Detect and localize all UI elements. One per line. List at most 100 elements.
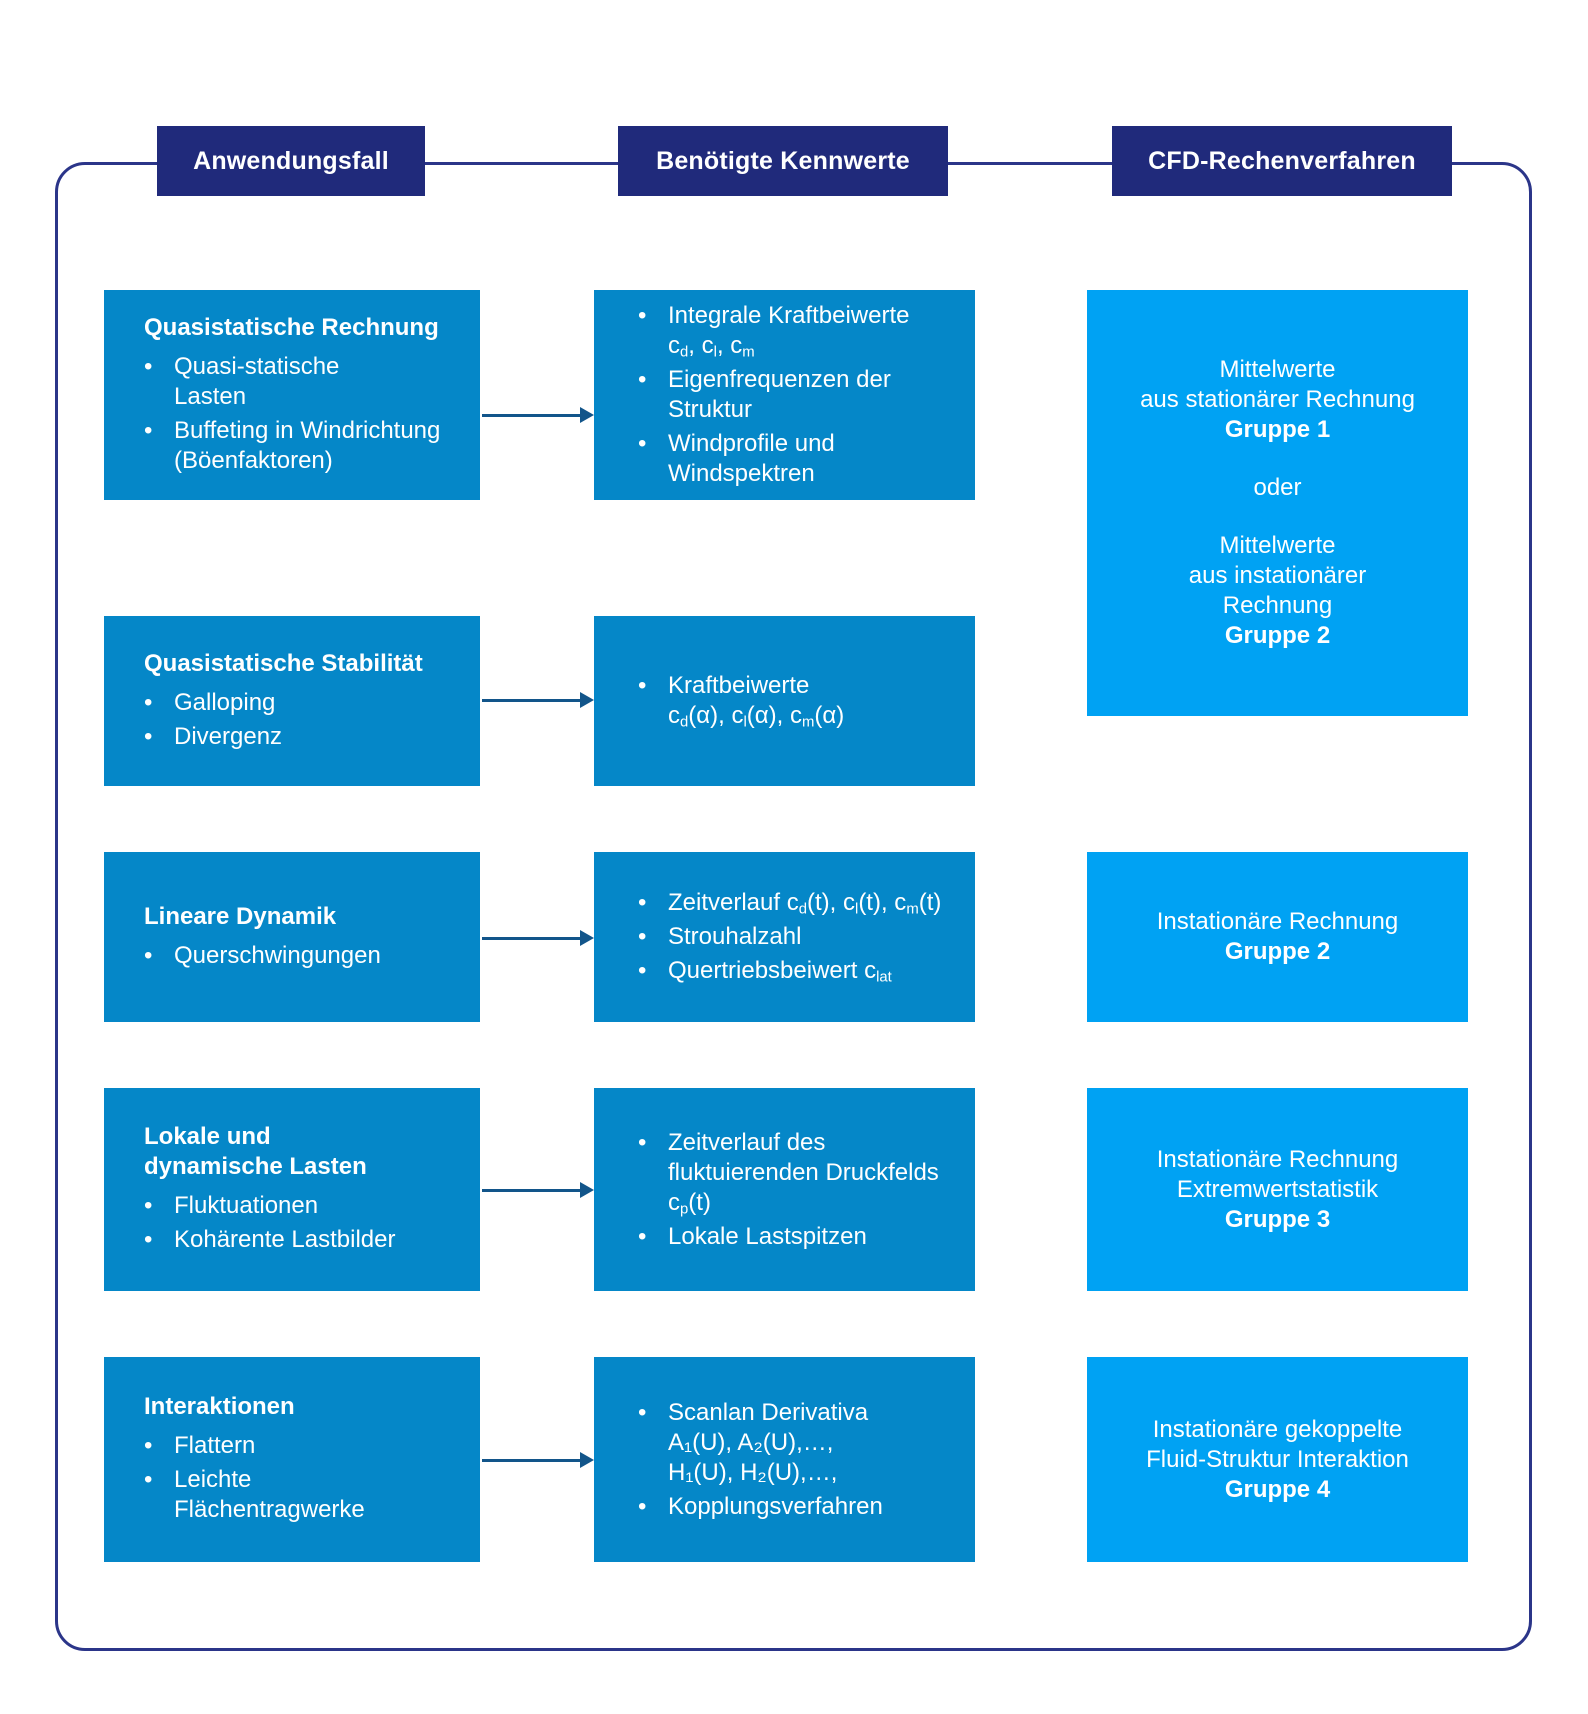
header-cfd-rechenverfahren: CFD-Rechenverfahren (1112, 126, 1452, 196)
list-item-text: Scanlan Derivativa A₁(U), A₂(U),…, H₁(U)… (668, 1398, 869, 1486)
arrow-head-icon (580, 407, 594, 423)
list-item: • Fluktuationen (144, 1191, 462, 1221)
bullet-icon: • (144, 1192, 153, 1219)
arrow-shaft (482, 1458, 580, 1462)
cfd-option: Instationäre Rechnung Gruppe 2 (1157, 907, 1399, 967)
bullet-icon: • (638, 366, 647, 393)
list-item-text: Buffeting in Windrichtung (Böenfaktoren) (174, 416, 441, 474)
list-item-text: Kraftbeiwerte cd(α), cl(α), cm(α) (668, 672, 845, 731)
app-box-interaktionen: Interaktionen • Flattern • Leichte Fläch… (104, 1357, 480, 1562)
list-item-text: Quertriebsbeiwert clat (668, 957, 892, 986)
bullet-icon: • (144, 722, 153, 750)
bullet-icon: • (638, 1222, 647, 1250)
list-item-text: Querschwingungen (174, 941, 381, 969)
list-item-text: Flattern (174, 1432, 256, 1459)
kennwerte-box-row-3: • Zeitverlauf cd(t), cl(t), cm(t) • Stro… (594, 852, 975, 1022)
header-cfd-rechenverfahren-label: CFD-Rechenverfahren (1148, 146, 1416, 175)
bullet-icon: • (638, 1128, 647, 1156)
app-box-title: Lokale und dynamische Lasten (144, 1123, 367, 1180)
bullet-icon: • (638, 302, 647, 329)
bullet-icon: • (144, 941, 153, 969)
app-box-title: Quasistatische Stabilität (144, 649, 423, 677)
cfd-option: Instationäre gekoppelte Fluid-Struktur I… (1146, 1415, 1409, 1505)
app-box-title: Quasistatische Rechnung (144, 313, 439, 341)
list-item: • Scanlan Derivativa A₁(U), A₂(U),…, H₁(… (638, 1398, 961, 1488)
header-benoetigte-kennwerte: Benötigte Kennwerte (618, 126, 948, 196)
bullet-icon: • (144, 688, 153, 716)
arrow-row-1 (482, 407, 594, 423)
app-box-lineare-dynamik: Lineare Dynamik • Querschwingungen (104, 852, 480, 1022)
bullet-icon: • (144, 1226, 153, 1253)
kennwerte-box-row-4: • Zeitverlauf des fluktuierenden Druckfe… (594, 1088, 975, 1291)
kennwerte-box-row-2: • Kraftbeiwerte cd(α), cl(α), cm(α) (594, 616, 975, 786)
cfd-box-gruppe-2: Instationäre Rechnung Gruppe 2 (1087, 852, 1468, 1022)
list-item: • Quasi-statische Lasten (144, 352, 462, 412)
bullet-icon: • (638, 889, 647, 916)
list-item: • Buffeting in Windrichtung (Böenfaktore… (144, 416, 462, 476)
arrow-shaft (482, 1188, 580, 1192)
cfd-option-1: Mittelwerte aus stationärer Rechnung Gru… (1140, 355, 1415, 445)
cfd-group-label: Gruppe 2 (1224, 622, 1331, 649)
arrow-shaft (482, 936, 580, 940)
list-item-text: Windprofile und Windspektren (668, 430, 835, 487)
app-box-title: Interaktionen (144, 1393, 295, 1420)
cfd-box-gruppe-4: Instationäre gekoppelte Fluid-Struktur I… (1087, 1357, 1468, 1562)
cfd-option-text: Mittelwerte aus stationärer Rechnung (1140, 356, 1415, 413)
arrow-head-icon (580, 1452, 594, 1468)
bullet-icon: • (638, 957, 647, 984)
header-anwendungsfall-label: Anwendungsfall (193, 146, 389, 175)
list-item: • Quertriebsbeiwert clat (638, 956, 961, 986)
cfd-group-label: Gruppe 3 (1224, 1205, 1331, 1233)
cfd-option-text: Mittelwerte aus instationärer Rechnung (1188, 532, 1367, 619)
bullet-icon: • (638, 1492, 647, 1520)
list-item: • Strouhalzahl (638, 922, 961, 952)
arrow-shaft (482, 698, 580, 702)
list-item: • Kohärente Lastbilder (144, 1225, 462, 1255)
list-item-text: Fluktuationen (174, 1192, 319, 1219)
app-box-quasistatische-rechnung: Quasistatische Rechnung • Quasi-statisch… (104, 290, 480, 500)
list-item: • Querschwingungen (144, 941, 462, 971)
arrow-head-icon (580, 930, 594, 946)
arrow-head-icon (580, 1182, 594, 1198)
cfd-option-text: Instationäre gekoppelte Fluid-Struktur I… (1146, 1415, 1409, 1473)
list-item: • Lokale Lastspitzen (638, 1222, 961, 1252)
list-item: • Eigenfrequenzen der Struktur (638, 365, 961, 425)
app-box-title: Lineare Dynamik (144, 902, 337, 930)
list-item: • Kopplungsverfahren (638, 1492, 961, 1522)
list-item-text: Strouhalzahl (668, 923, 802, 950)
list-item-text: Quasi-statische Lasten (174, 352, 340, 410)
list-item-text: Kohärente Lastbilder (174, 1226, 396, 1253)
bullet-icon: • (144, 1466, 153, 1493)
cfd-box-gruppe-3: Instationäre Rechnung Extremwertstatisti… (1087, 1088, 1468, 1291)
list-item: • Integrale Kraftbeiwerte cd, cl, cm (638, 301, 961, 361)
app-box-lokale-dynamische-lasten: Lokale und dynamische Lasten • Fluktuati… (104, 1088, 480, 1291)
list-item-text: Galloping (174, 688, 276, 716)
kennwerte-box-row-5: • Scanlan Derivativa A₁(U), A₂(U),…, H₁(… (594, 1357, 975, 1562)
arrow-row-2 (482, 692, 594, 708)
header-benoetigte-kennwerte-label: Benötigte Kennwerte (656, 146, 910, 175)
list-item: • Windprofile und Windspektren (638, 429, 961, 489)
list-item-text: Integrale Kraftbeiwerte cd, cl, cm (668, 302, 910, 361)
cfd-connector-oder: oder (1253, 473, 1301, 503)
cfd-connector-text: oder (1253, 474, 1302, 501)
arrow-head-icon (580, 692, 594, 708)
arrow-row-4 (482, 1182, 594, 1198)
bullet-icon: • (144, 352, 153, 380)
app-box-quasistatische-stabilitaet: Quasistatische Stabilität • Galloping • … (104, 616, 480, 786)
cfd-option-text: Instationäre Rechnung (1156, 908, 1399, 935)
arrow-row-5 (482, 1452, 594, 1468)
list-item-text: Eigenfrequenzen der Struktur (668, 366, 891, 423)
list-item-text: Zeitverlauf des fluktuierenden Druckfeld… (668, 1128, 939, 1217)
list-item: • Flattern (144, 1431, 462, 1461)
list-item: • Galloping (144, 688, 462, 718)
arrow-row-3 (482, 930, 594, 946)
list-item: • Zeitverlauf des fluktuierenden Druckfe… (638, 1128, 961, 1218)
bullet-icon: • (144, 1432, 153, 1459)
header-anwendungsfall: Anwendungsfall (157, 126, 425, 196)
list-item: • Leichte Flächentragwerke (144, 1465, 462, 1525)
list-item: • Zeitverlauf cd(t), cl(t), cm(t) (638, 888, 961, 918)
list-item: • Kraftbeiwerte cd(α), cl(α), cm(α) (638, 671, 961, 731)
cfd-group-label: Gruppe 1 (1224, 416, 1331, 443)
list-item-text: Leichte Flächentragwerke (174, 1466, 365, 1523)
